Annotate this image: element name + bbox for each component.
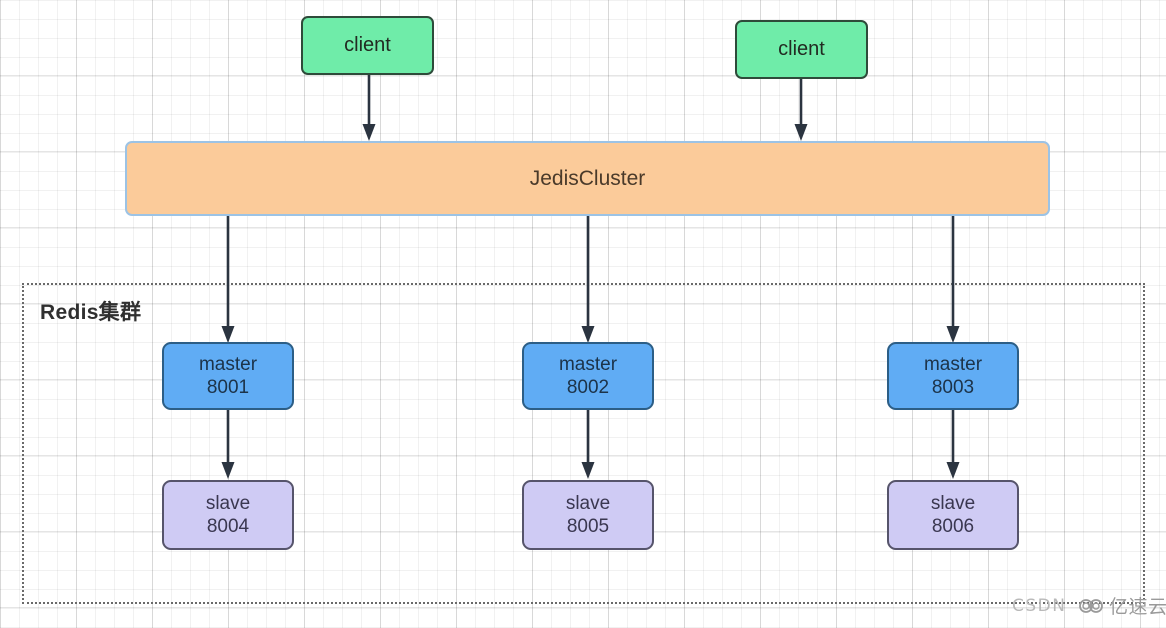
slave-node-8005-port: 8005 [566, 516, 610, 537]
slave-node-8006-role: slave [930, 492, 976, 514]
watermark-csdn-text: CSDN [1012, 596, 1067, 616]
slave-node-8004[interactable]: slave 8004 [162, 480, 294, 550]
slave-node-8005[interactable]: slave 8005 [522, 480, 654, 550]
arrow-jediscluster-to-master-8001 [220, 216, 236, 344]
cloud-logo-icon [1078, 597, 1104, 615]
master-node-8001-role: master [198, 353, 258, 375]
master-node-8003-port: 8003 [931, 377, 975, 398]
client-node-2-label: client [778, 38, 825, 61]
slave-node-8004-role: slave [205, 492, 251, 514]
watermark-yisuyun-text: 亿速云 [1109, 597, 1166, 618]
master-node-8001[interactable]: master 8001 [162, 342, 294, 410]
watermark-csdn: CSDN [1012, 596, 1066, 616]
master-node-8002-port: 8002 [566, 377, 610, 398]
master-node-8002-role: master [558, 353, 618, 375]
slave-node-8005-role: slave [565, 492, 611, 514]
client-node-1-label: client [344, 34, 391, 57]
master-node-8003-role: master [923, 353, 983, 375]
slave-node-8004-port: 8004 [206, 516, 250, 537]
arrow-jediscluster-to-master-8002 [580, 216, 596, 344]
redis-cluster-label: Redis集群 [40, 301, 142, 324]
arrow-client2-to-jediscluster [793, 78, 809, 142]
client-node-1[interactable]: client [301, 16, 434, 75]
slave-node-8006[interactable]: slave 8006 [887, 480, 1019, 550]
redis-cluster-container [22, 283, 1145, 604]
master-node-8001-port: 8001 [206, 377, 250, 398]
slave-node-8006-port: 8006 [931, 516, 975, 537]
arrow-master-8002-to-slave-8005 [580, 410, 596, 480]
arrow-master-8001-to-slave-8004 [220, 410, 236, 480]
master-node-8002[interactable]: master 8002 [522, 342, 654, 410]
arrow-client1-to-jediscluster [361, 74, 377, 142]
arrow-master-8003-to-slave-8006 [945, 410, 961, 480]
master-node-8003[interactable]: master 8003 [887, 342, 1019, 410]
client-node-2[interactable]: client [735, 20, 868, 79]
arrow-jediscluster-to-master-8003 [945, 216, 961, 344]
jediscluster-bar[interactable]: JedisCluster [125, 141, 1050, 216]
watermark-yisuyun: 亿速云 [1078, 592, 1166, 619]
jediscluster-label: JedisCluster [529, 166, 646, 190]
